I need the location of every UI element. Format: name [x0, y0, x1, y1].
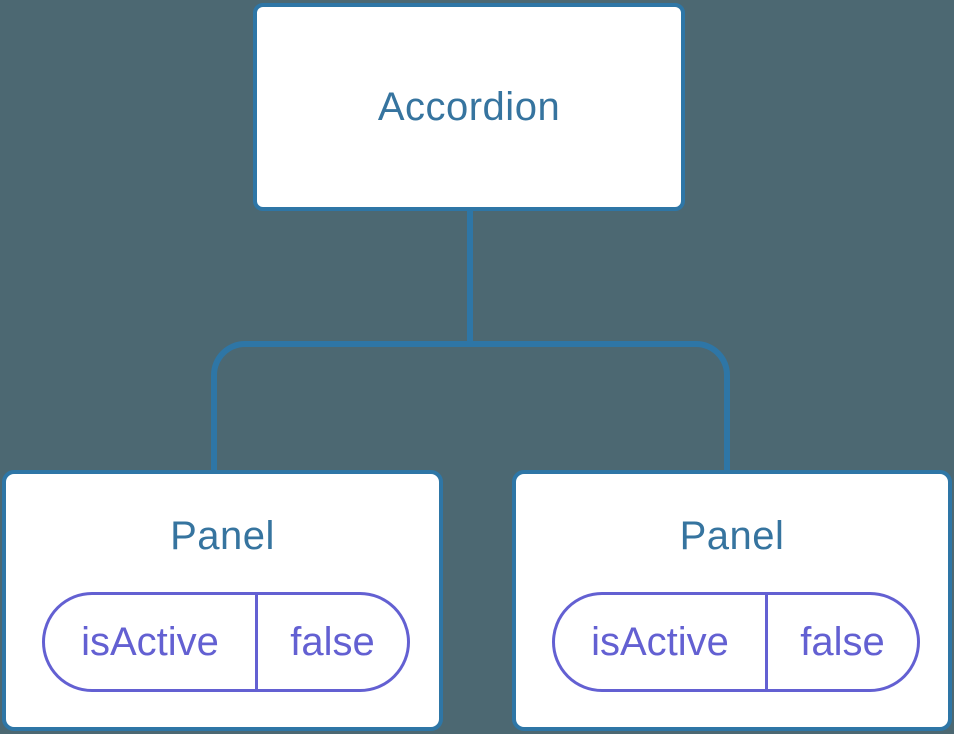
panel-node-label: Panel — [679, 514, 785, 558]
state-value-label: false — [800, 619, 885, 664]
state-value-label: false — [290, 619, 375, 664]
panel-node-label: Panel — [170, 514, 275, 558]
state-pill: isActive false — [42, 592, 410, 692]
accordion-node-label: Accordion — [377, 84, 561, 129]
state-pill: isActive false — [552, 592, 920, 692]
accordion-node: Accordion — [253, 3, 685, 211]
panel-node-left: Panel isActive false — [2, 470, 443, 731]
state-key-label: isActive — [45, 595, 258, 689]
state-key-label: isActive — [555, 595, 768, 689]
panel-node-right: Panel isActive false — [512, 470, 952, 731]
connector-branch-bracket — [211, 341, 730, 475]
connector-root-stem — [467, 205, 473, 347]
